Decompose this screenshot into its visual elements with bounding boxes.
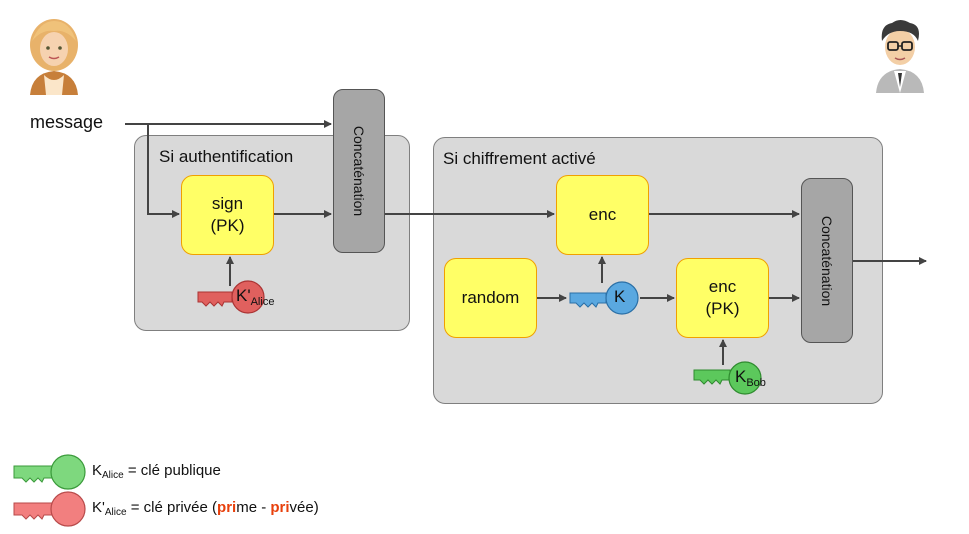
- legend-private: K'Alice = clé privée (prime - privée): [92, 499, 319, 518]
- symmetric-key-icon: [569, 281, 639, 315]
- encryption-group-title: Si chiffrement activé: [443, 149, 596, 168]
- alice-avatar: [30, 19, 78, 95]
- bob-public-key-icon: [693, 361, 762, 395]
- enc-pk-box: enc (PK): [676, 258, 769, 338]
- enc-concat-box: Concaténation: [801, 178, 853, 343]
- message-to-sign-arrow: [147, 124, 180, 218]
- auth-concat-box: Concaténation: [333, 89, 385, 253]
- message-label: message: [30, 112, 104, 132]
- legend-public-key-icon: [13, 454, 86, 490]
- random-box: random: [444, 258, 537, 338]
- bob-avatar: [876, 20, 924, 93]
- legend-public: KAlice = clé publique: [92, 462, 221, 481]
- sign-box: sign (PK): [181, 175, 274, 255]
- bob-key-label: KBob: [735, 367, 766, 389]
- alice-private-key-label: K'Alice: [236, 286, 275, 308]
- symmetric-key-label: K: [614, 287, 626, 306]
- legend-private-key-icon: [13, 491, 86, 527]
- alice-private-key-icon: [197, 280, 265, 314]
- auth-group-title: Si authentification: [159, 147, 294, 166]
- enc-box: enc: [556, 175, 649, 255]
